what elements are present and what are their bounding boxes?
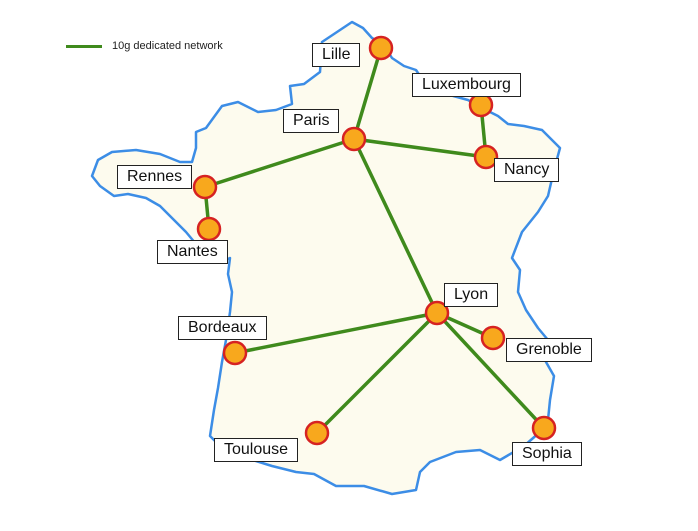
link-lyon-toulouse — [315, 311, 439, 435]
label-lyon: Lyon — [444, 283, 499, 307]
node-rennes — [192, 174, 218, 200]
link-lille-paris — [352, 47, 383, 140]
node-toulouse — [304, 420, 330, 446]
link-paris-lyon — [352, 138, 439, 314]
link-paris-rennes — [204, 137, 355, 189]
label-rennes: Rennes — [117, 165, 193, 189]
node-lyon — [424, 300, 450, 326]
france-outline — [90, 20, 562, 496]
legend: 10g dedicated network — [66, 40, 223, 52]
link-paris-nancy — [353, 137, 487, 159]
node-lille — [368, 35, 394, 61]
label-grenoble: Grenoble — [506, 338, 592, 362]
label-nantes: Nantes — [157, 240, 228, 264]
network-nodes — [192, 35, 557, 446]
legend-line-icon — [66, 44, 102, 48]
link-lyon-bordeaux — [234, 311, 438, 355]
node-luxembourg — [468, 92, 494, 118]
label-nancy: Nancy — [494, 158, 560, 182]
label-bordeaux: Bordeaux — [178, 316, 267, 340]
legend-label: 10g dedicated network — [112, 40, 223, 52]
label-luxembourg: Luxembourg — [412, 73, 521, 97]
label-lille: Lille — [312, 43, 361, 67]
node-nancy — [473, 144, 499, 170]
node-paris — [341, 126, 367, 152]
node-bordeaux — [222, 340, 248, 366]
node-nantes — [196, 216, 222, 242]
node-sophia — [531, 415, 557, 441]
label-toulouse: Toulouse — [214, 438, 299, 462]
label-sophia: Sophia — [512, 442, 582, 466]
label-paris: Paris — [283, 109, 340, 133]
node-grenoble — [480, 325, 506, 351]
link-lyon-sophia — [435, 311, 546, 430]
